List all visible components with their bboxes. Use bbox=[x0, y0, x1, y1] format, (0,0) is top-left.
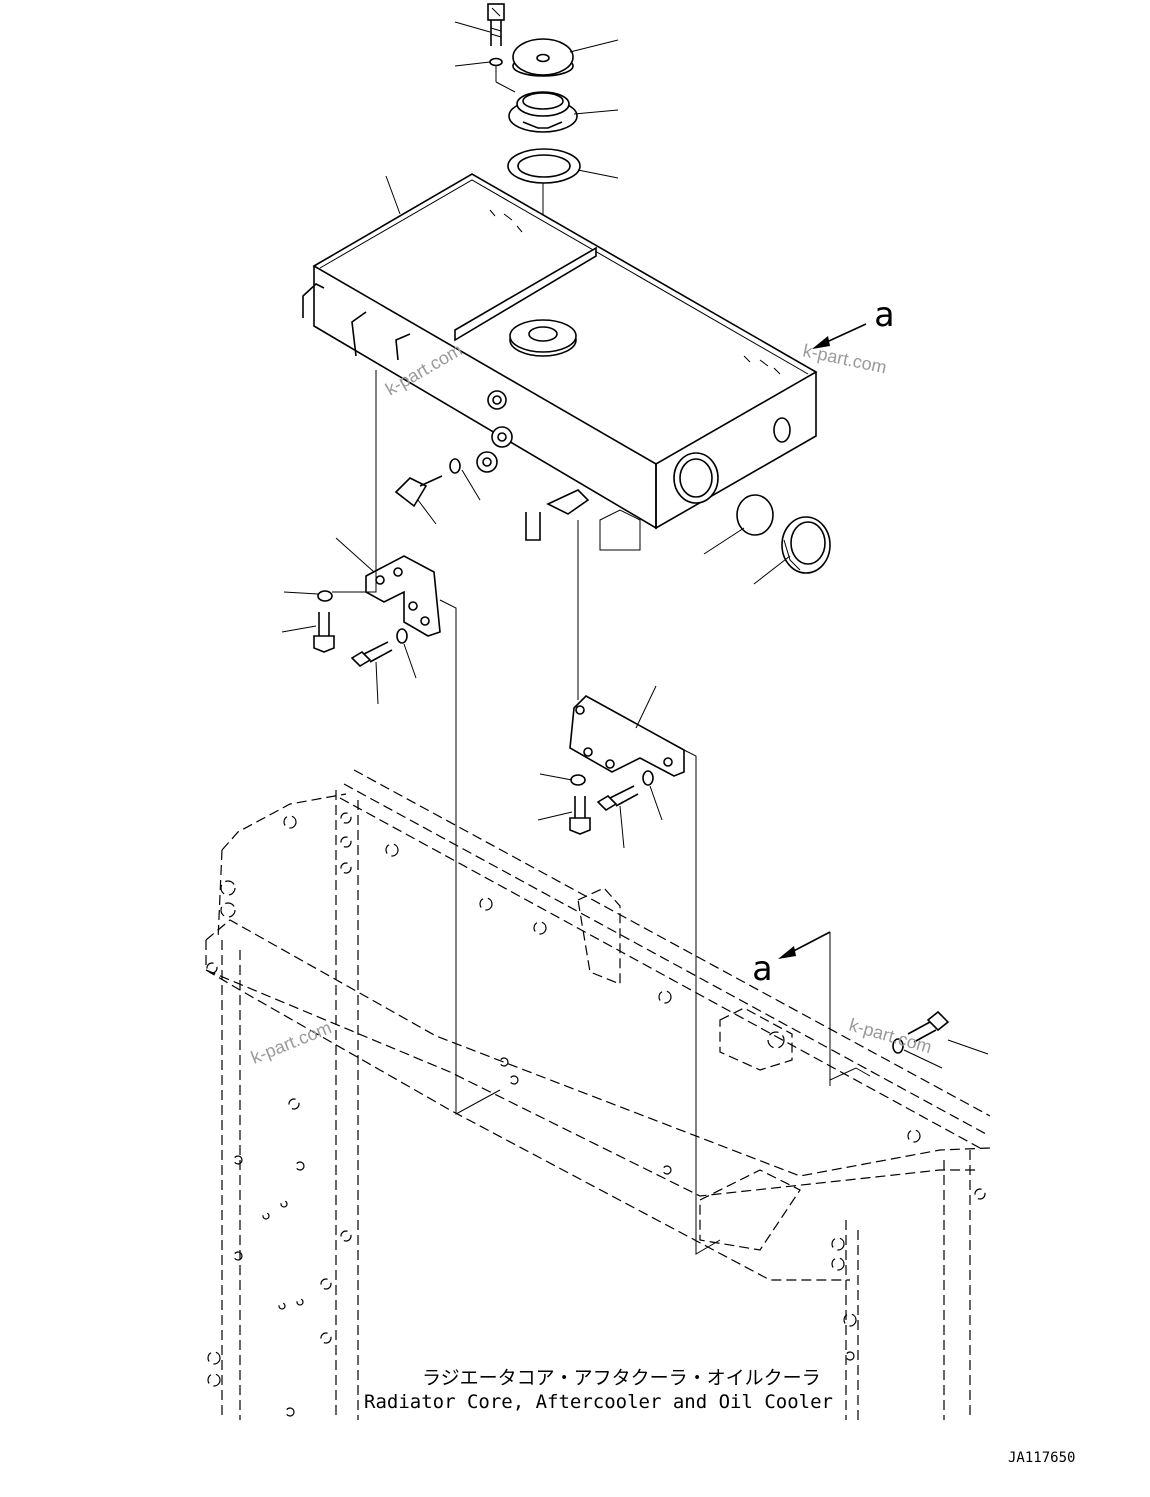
cap-strainer-ring bbox=[508, 91, 578, 133]
caption-english: Radiator Core, Aftercooler and Oil Coole… bbox=[364, 1391, 833, 1413]
view-label-top: a bbox=[874, 295, 894, 335]
watermark-3: k-part.com bbox=[248, 1017, 334, 1067]
radiator-frame bbox=[205, 769, 991, 1420]
tank-body bbox=[302, 173, 818, 551]
blind-cap bbox=[736, 494, 774, 536]
level-sensor bbox=[394, 475, 443, 508]
cap-gasket bbox=[507, 148, 581, 184]
watermark-4: k-part.com bbox=[847, 1015, 934, 1058]
view-label-bottom: a bbox=[752, 949, 772, 989]
filler-plug bbox=[781, 516, 831, 574]
cap-washer bbox=[489, 57, 503, 67]
left-bolt-vertical bbox=[313, 612, 335, 653]
view-arrow-top bbox=[812, 323, 867, 349]
caption-japanese: ラジエータコア・アフタクーラ・オイルクーラ bbox=[422, 1367, 821, 1389]
right-bolt-horizontal bbox=[596, 785, 639, 812]
view-arrow-bottom bbox=[778, 931, 831, 1086]
right-bolt-vertical bbox=[569, 796, 591, 835]
leader-lines bbox=[281, 21, 989, 1069]
o-ring bbox=[449, 458, 461, 474]
left-bracket bbox=[313, 370, 441, 668]
right-bracket bbox=[569, 520, 685, 835]
figure-code: JA117650 bbox=[1008, 1450, 1075, 1466]
cap-assembly bbox=[487, 3, 581, 320]
assembly-lines bbox=[439, 599, 721, 1255]
cap-bolt bbox=[487, 3, 505, 46]
left-bolt-horizontal bbox=[350, 641, 393, 668]
cap-cover bbox=[512, 38, 574, 77]
